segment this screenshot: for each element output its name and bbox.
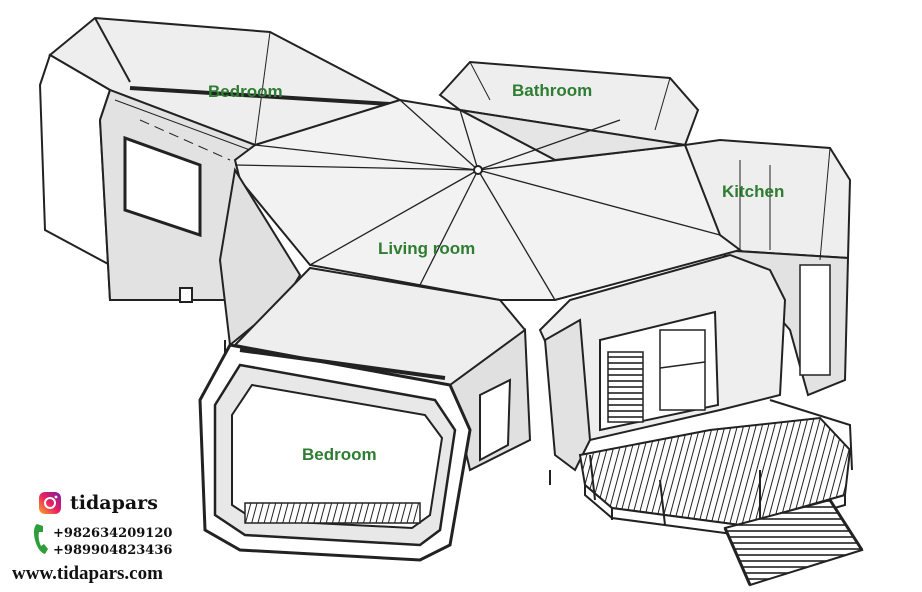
bedroom-top-module — [38, 16, 403, 303]
brand-name: tidapars — [70, 492, 158, 514]
phone-icon — [33, 524, 48, 554]
bedroom-top-label: Bedroom — [208, 82, 283, 101]
phone-number-2: +989904823436 — [53, 543, 173, 558]
living-room-dome — [218, 98, 743, 355]
entrance-module — [538, 253, 787, 472]
instagram-icon — [39, 492, 61, 514]
website-link[interactable]: www.tidapars.com — [12, 563, 163, 584]
bedroom-bottom-label: Bedroom — [302, 445, 377, 464]
kitchen-label: Kitchen — [722, 182, 785, 201]
bedroom-bottom-module — [198, 266, 532, 562]
stairs — [723, 498, 864, 587]
phone-number-1: +982634209120 — [53, 526, 173, 541]
brand: tidapars — [38, 491, 158, 515]
bathroom-label: Bathroom — [512, 81, 593, 100]
living-room-label: Living room — [378, 239, 476, 258]
